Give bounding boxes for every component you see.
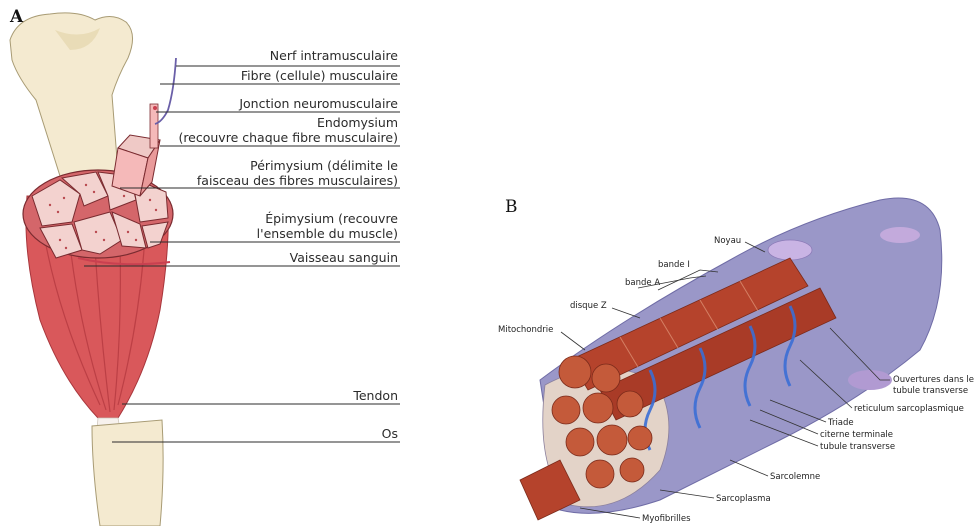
label-mitochondrie: Mitochondrie xyxy=(498,325,553,335)
label-noyau: Noyau xyxy=(714,236,741,246)
label-citerne-terminale: citerne terminale xyxy=(820,430,893,440)
label-ouvertures: Ouvertures dans le xyxy=(893,375,974,385)
label-sarcolemne: Sarcolemne xyxy=(770,472,820,482)
label-bande-i: bande I xyxy=(658,260,690,270)
panel-b-letter: B xyxy=(505,197,518,217)
label-tubule-transverse: tubule transverse xyxy=(820,442,895,452)
label-sarcoplasma: Sarcoplasma xyxy=(716,494,771,504)
nucleus-illustration xyxy=(768,240,812,260)
sarcolemma-opening xyxy=(880,227,920,243)
label-ouvertures-detail: tubule transverse xyxy=(893,386,968,396)
label-bande-a: bande A xyxy=(625,278,660,288)
label-disque-z: disque Z xyxy=(570,301,607,311)
label-triade: Triade xyxy=(827,418,854,428)
label-myofibrilles: Myofibrilles xyxy=(642,514,691,524)
label-reticulum-sarcoplasmique: reticulum sarcoplasmique xyxy=(854,404,964,414)
